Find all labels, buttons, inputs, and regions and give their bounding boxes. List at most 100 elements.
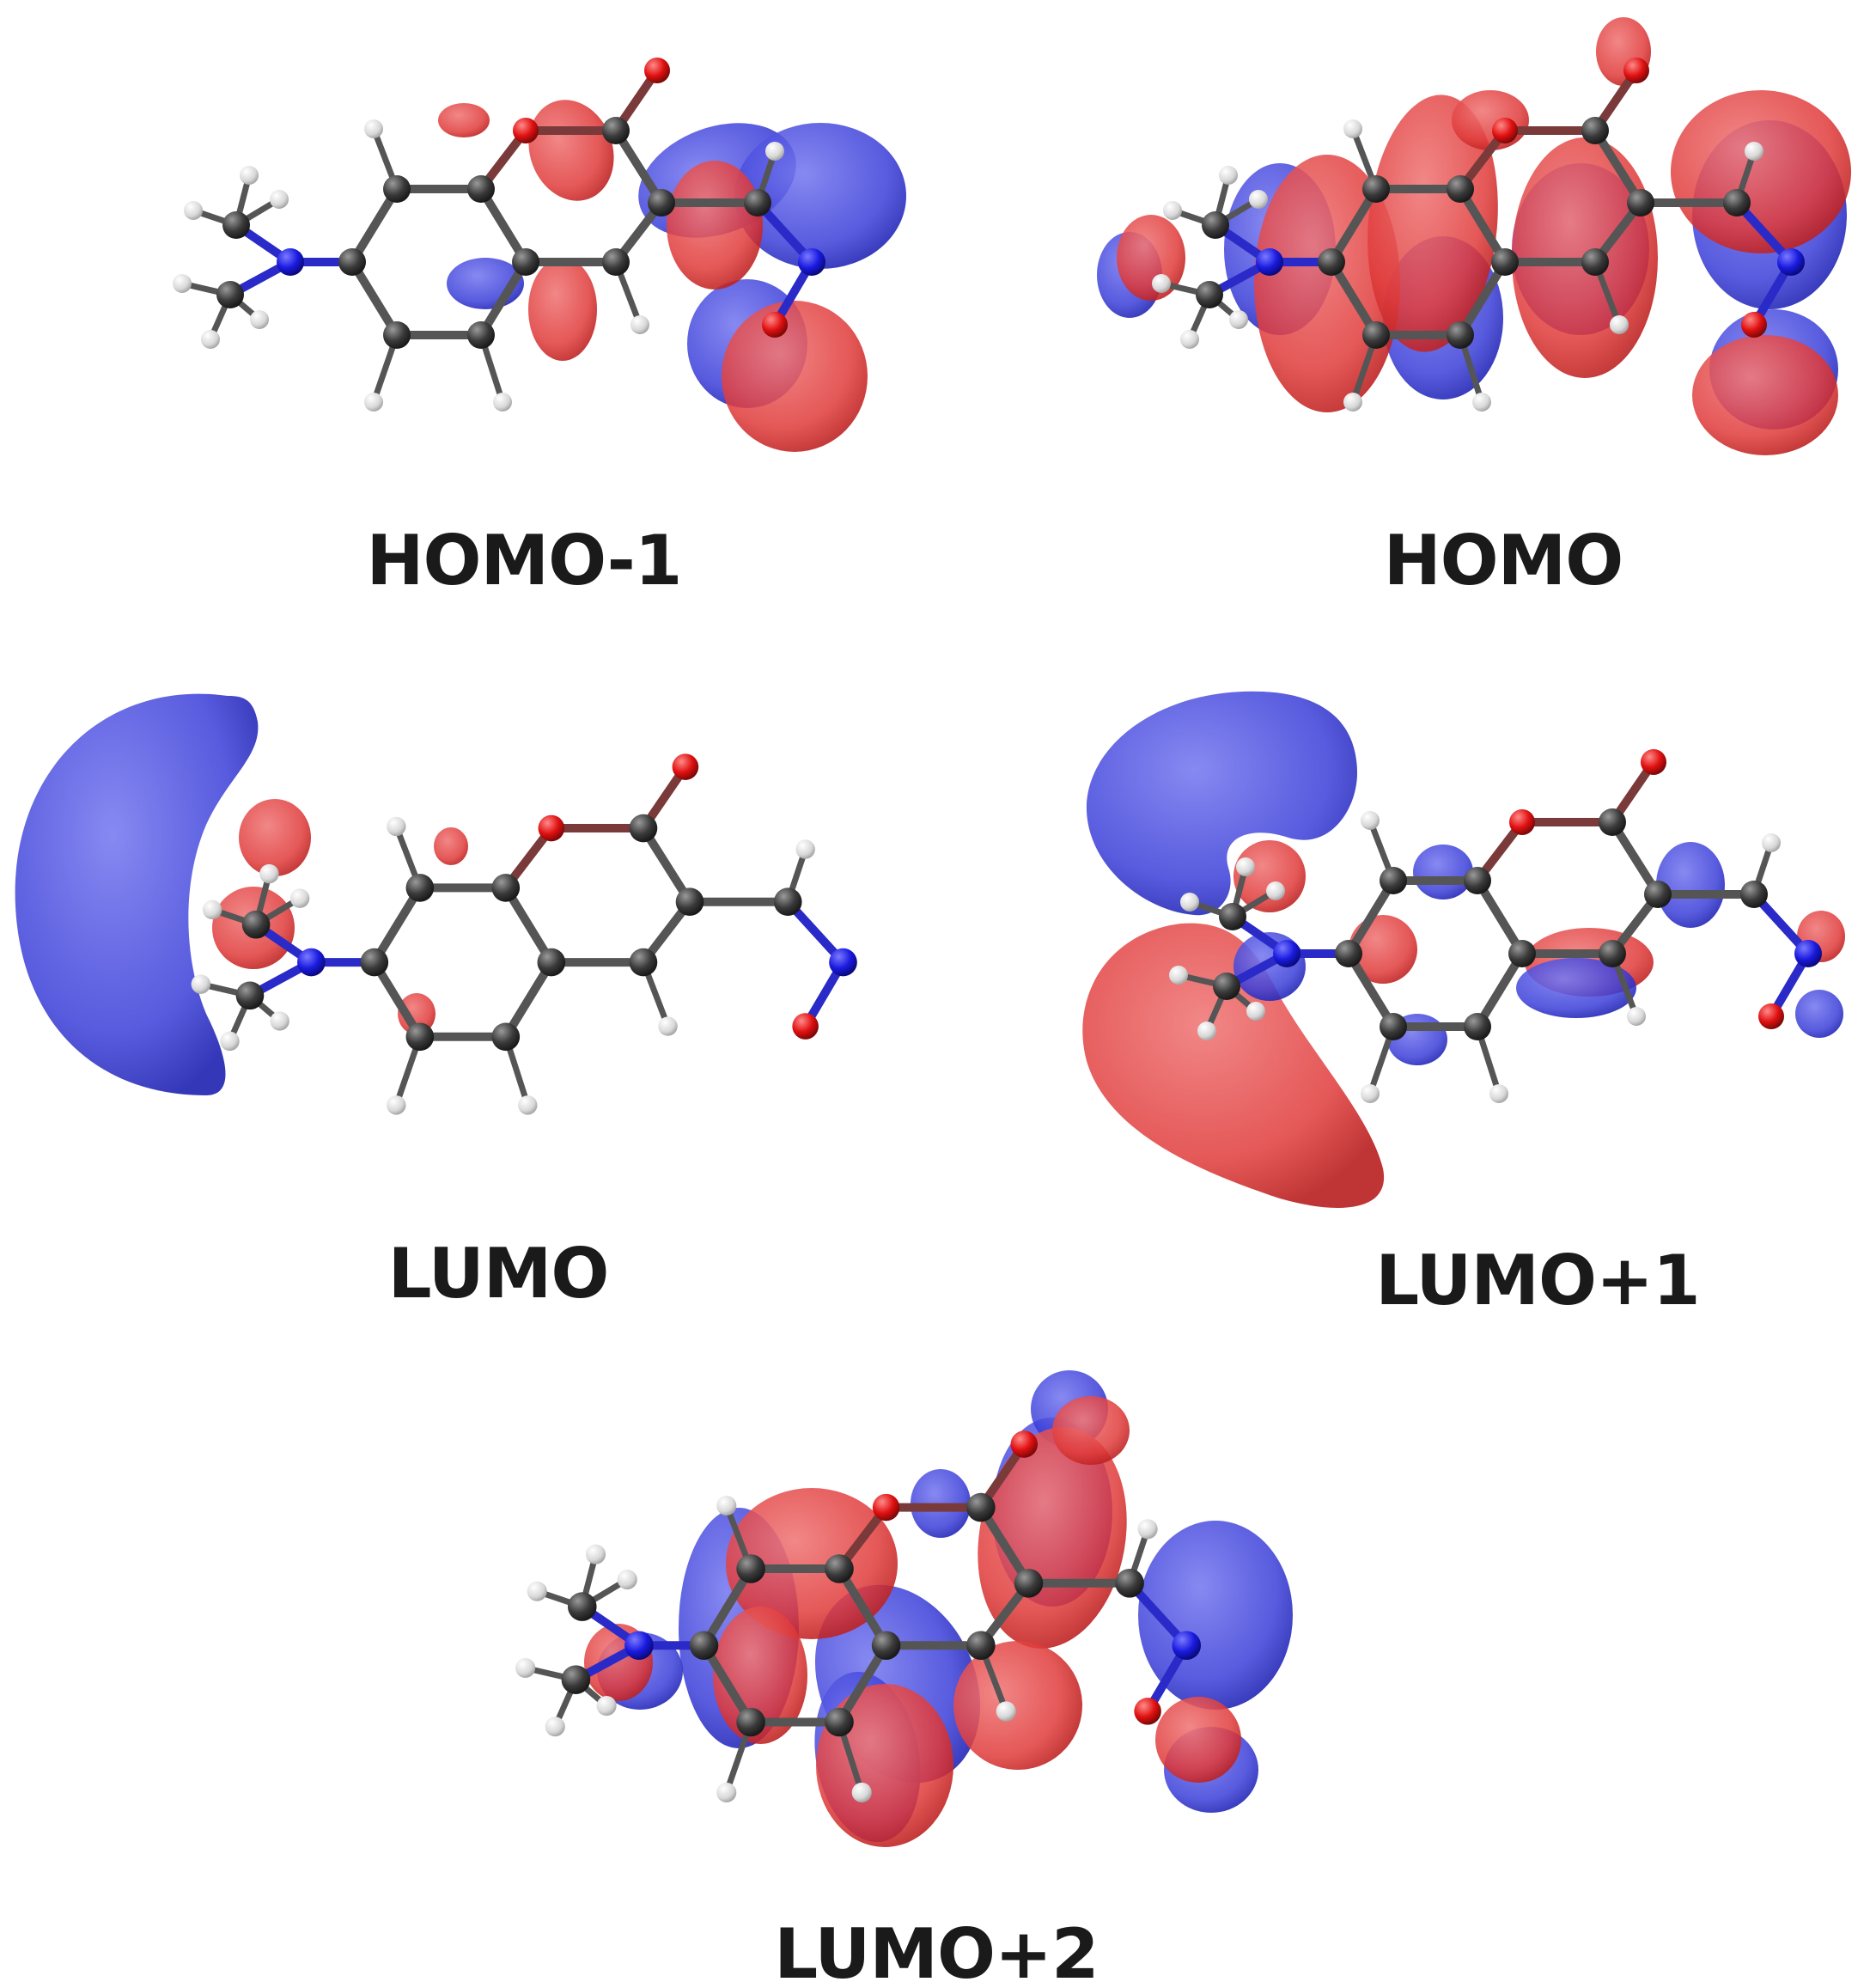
bond <box>369 958 424 1041</box>
bond <box>835 1641 891 1727</box>
carbon-atom <box>1644 881 1672 908</box>
carbon-atom <box>1581 248 1609 276</box>
label-homo: HOMO <box>1384 521 1623 601</box>
carbon-atom <box>602 248 630 276</box>
carbon-atom <box>1335 940 1362 967</box>
carbon-atom <box>405 1022 435 1052</box>
hydrogen-atom <box>1236 857 1255 876</box>
hydrogen-atom <box>364 119 383 138</box>
orbital-lobe-positive <box>722 301 868 452</box>
carbon-atom <box>1115 1569 1144 1598</box>
nitrogen-atom <box>1777 248 1805 276</box>
carbon-atom <box>467 175 495 203</box>
bond <box>1344 949 1398 1031</box>
hydrogen-atom <box>1197 1021 1216 1040</box>
hydrogen-atom <box>716 1782 737 1802</box>
hydrogen-atom <box>1229 310 1248 329</box>
hydrogen-atom <box>585 1544 606 1564</box>
hydrogen-atom <box>1246 1002 1265 1021</box>
bond <box>1591 126 1645 207</box>
hydrogen-atom <box>851 1782 872 1802</box>
label-lumo+2: LUMO+2 <box>774 1914 1098 1988</box>
hydrogen-atom <box>545 1717 565 1737</box>
hydrogen-atom <box>270 190 289 209</box>
carbon-atom <box>602 117 630 144</box>
carbon-atom <box>241 910 271 939</box>
orbital-lobe-positive <box>528 258 597 361</box>
nitrogen-atom <box>1794 940 1822 967</box>
oxygen-atom <box>1758 1003 1784 1029</box>
nitrogen-atom <box>624 1631 654 1661</box>
oxygen-atom <box>513 118 539 143</box>
label-lumo+1: LUMO+1 <box>1375 1241 1699 1320</box>
carbon-atom <box>491 1022 521 1052</box>
hydrogen-atom <box>617 1570 637 1590</box>
oxygen-atom <box>872 1493 900 1521</box>
bond <box>1608 818 1662 899</box>
orbital-lobe-positive <box>1233 840 1306 912</box>
carbon-atom <box>1464 1013 1491 1040</box>
hydrogen-atom <box>996 1701 1016 1722</box>
orbital-lobe-positive <box>1155 1697 1241 1783</box>
nitrogen-atom <box>1172 1631 1202 1661</box>
carbon-atom <box>825 1554 854 1583</box>
carbon-atom <box>1196 281 1223 308</box>
hydrogen-atom <box>1361 1084 1380 1103</box>
nitrogen-atom <box>798 248 825 276</box>
hydrogen-atom <box>795 839 815 859</box>
bond <box>501 958 556 1041</box>
carbon-atom <box>512 248 539 276</box>
bond <box>835 1564 891 1650</box>
oxygen-atom <box>1134 1698 1161 1725</box>
carbon-atom <box>1491 248 1519 276</box>
carbon-atom <box>1318 248 1345 276</box>
bond <box>1327 185 1380 266</box>
oxygen-atom <box>792 1013 819 1040</box>
label-lumo: LUMO <box>388 1234 609 1314</box>
orbital-lobe-positive <box>953 1641 1082 1770</box>
orbital-lobe-negative <box>1656 842 1725 928</box>
bond <box>1456 185 1509 266</box>
oxygen-atom <box>1741 312 1767 338</box>
carbon-atom <box>1380 1013 1407 1040</box>
orbital-lobe-positive <box>1052 1396 1130 1465</box>
carbon-atom <box>1627 189 1654 216</box>
orbital-lobe-positive <box>434 827 468 865</box>
carbon-atom <box>1581 117 1609 144</box>
bond <box>1473 876 1526 958</box>
carbon-atom <box>1508 940 1536 967</box>
carbon-atom <box>966 1631 996 1661</box>
carbon-atom <box>744 189 771 216</box>
carbon-atom <box>1599 808 1626 836</box>
hydrogen-atom <box>515 1657 536 1679</box>
hydrogen-atom <box>1627 1007 1646 1026</box>
carbon-atom <box>1202 211 1229 239</box>
carbon-atom <box>629 814 658 843</box>
oxygen-atom <box>762 312 788 338</box>
carbon-atom <box>491 874 521 902</box>
carbon-atom <box>383 175 411 203</box>
hydrogen-atom <box>250 310 269 329</box>
carbon-atom <box>561 1665 591 1694</box>
carbon-atom <box>648 189 675 216</box>
orbital-lobe-positive <box>1082 923 1385 1208</box>
carbon-atom <box>1447 321 1474 349</box>
carbon-atom <box>825 1707 854 1737</box>
hydrogen-atom <box>1180 330 1199 349</box>
nitrogen-atom <box>1256 248 1283 276</box>
nitrogen-atom <box>1273 940 1300 967</box>
oxygen-atom <box>672 753 699 780</box>
hydrogen-atom <box>1472 393 1491 412</box>
hydrogen-atom <box>1266 881 1285 900</box>
bond <box>699 1641 756 1727</box>
nitrogen-atom <box>277 248 304 276</box>
carbon-atom <box>1464 867 1491 894</box>
carbon-atom <box>1740 881 1768 908</box>
hydrogen-atom <box>1745 142 1763 161</box>
carbon-atom <box>966 1492 996 1522</box>
bond <box>699 1564 756 1650</box>
orbital-lobe-negative <box>1413 845 1473 899</box>
bond <box>1327 258 1380 339</box>
oxygen-atom <box>1509 809 1535 835</box>
hydrogen-atom <box>765 142 784 161</box>
